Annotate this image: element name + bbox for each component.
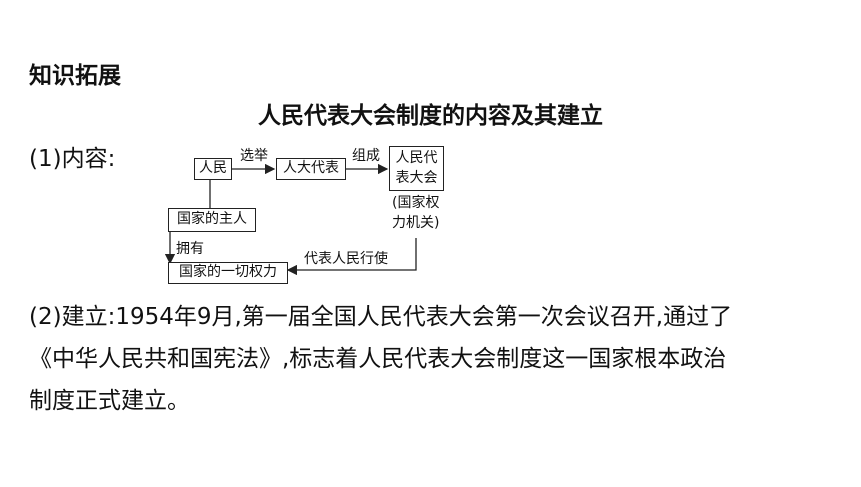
paragraph-line-3: 制度正式建立。: [29, 388, 190, 414]
box-congress-line2: 表大会: [395, 170, 438, 186]
box-master-label: 国家的主人: [177, 211, 247, 227]
box-people: 人民: [194, 158, 232, 180]
note-line1: (国家权: [392, 195, 440, 211]
section-label: 知识拓展: [29, 63, 121, 89]
label-compose: 组成: [352, 148, 380, 164]
box-peoples-congress: 人民代 表大会: [389, 146, 444, 191]
label-own: 拥有: [176, 241, 204, 257]
arrow-exercise: [286, 238, 417, 276]
establishment-paragraph: (2)建立:1954年9月,第一届全国人民代表大会第一次会议召开,通过了 《中华…: [29, 296, 834, 422]
paragraph-line-1: (2)建立:1954年9月,第一届全国人民代表大会第一次会议召开,通过了: [29, 304, 733, 330]
box-npc-deputies-label: 人大代表: [283, 160, 339, 176]
box-npc-deputies: 人大代表: [276, 158, 346, 180]
label-exercise: 代表人民行使: [304, 251, 388, 267]
diagram-arrows: [164, 163, 417, 276]
label-elect: 选举: [240, 148, 268, 164]
box-people-label: 人民: [199, 160, 227, 176]
paragraph-line-2: 《中华人民共和国宪法》,标志着人民代表大会制度这一国家根本政治: [29, 346, 727, 372]
content-heading: (1)内容:: [29, 146, 116, 172]
box-master-of-country: 国家的主人: [168, 208, 256, 232]
box-all-power-label: 国家的一切权力: [179, 264, 277, 280]
box-congress-line1: 人民代: [395, 150, 438, 166]
note-line2: 力机关): [392, 215, 440, 231]
box-all-power: 国家的一切权力: [168, 262, 288, 284]
page-title: 人民代表大会制度的内容及其建立: [258, 103, 603, 129]
note-state-power-organ: (国家权 力机关): [392, 193, 439, 233]
flow-diagram: 人民 选举 人大代表 组成 人民代 表大会 (国家权 力机关) 国家的主人 拥有…: [160, 140, 460, 290]
